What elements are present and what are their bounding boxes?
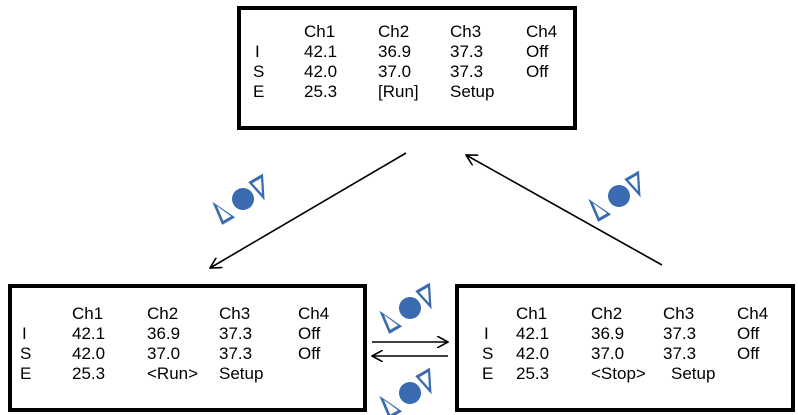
value-i-ch3: 37.3 bbox=[219, 324, 253, 343]
value-s-ch4: Off bbox=[526, 62, 549, 81]
value-i-ch4: Off bbox=[298, 324, 321, 343]
value-s-ch3: 37.3 bbox=[450, 62, 484, 81]
header-ch2: Ch2 bbox=[378, 22, 410, 41]
run-option[interactable]: [Run] bbox=[378, 82, 419, 101]
rotary-knob-icon bbox=[376, 281, 442, 334]
row-label-e: E bbox=[20, 364, 32, 383]
header-ch4: Ch4 bbox=[737, 304, 769, 323]
screen-run-editing: Ch1 Ch2 Ch3 Ch4 I 42.1 36.9 37.3 Off S 4… bbox=[8, 284, 367, 412]
setup-option[interactable]: Setup bbox=[450, 82, 495, 101]
value-i-ch1: 42.1 bbox=[516, 324, 550, 343]
value-i-ch4: Off bbox=[737, 324, 760, 343]
header-ch4: Ch4 bbox=[298, 304, 330, 323]
row-label-s: S bbox=[253, 62, 265, 81]
value-s-ch1: 42.0 bbox=[304, 62, 338, 81]
header-ch4: Ch4 bbox=[526, 22, 558, 41]
row-label-i: I bbox=[484, 324, 489, 343]
screen-run-selected: Ch1 Ch2 Ch3 Ch4 I 42.1 36.9 37.3 Off S 4… bbox=[237, 6, 577, 130]
value-s-ch4: Off bbox=[298, 344, 321, 363]
header-ch1: Ch1 bbox=[516, 304, 548, 323]
rotary-knob-icon bbox=[376, 366, 442, 415]
stop-option[interactable]: <Stop> bbox=[591, 364, 646, 383]
value-s-ch3: 37.3 bbox=[663, 344, 697, 363]
value-i-ch2: 36.9 bbox=[378, 42, 412, 61]
value-i-ch1: 42.1 bbox=[72, 324, 106, 343]
rotary-knob-icon bbox=[209, 172, 275, 225]
value-s-ch1: 42.0 bbox=[72, 344, 106, 363]
row-label-s: S bbox=[482, 344, 494, 363]
value-s-ch4: Off bbox=[737, 344, 760, 363]
header-ch1: Ch1 bbox=[72, 304, 104, 323]
row-label-i: I bbox=[22, 324, 27, 343]
value-s-ch2: 37.0 bbox=[591, 344, 625, 363]
setup-option[interactable]: Setup bbox=[671, 364, 716, 383]
header-ch3: Ch3 bbox=[219, 304, 251, 323]
value-i-ch3: 37.3 bbox=[450, 42, 484, 61]
value-i-ch3: 37.3 bbox=[663, 324, 697, 343]
run-option[interactable]: <Run> bbox=[147, 364, 199, 383]
value-e-ch1: 25.3 bbox=[304, 82, 338, 101]
arrow-top-to-left bbox=[210, 152, 407, 268]
screen-stop-editing: Ch1 Ch2 Ch3 Ch4 I 42.1 36.9 37.3 Off S 4… bbox=[455, 284, 795, 412]
header-ch3: Ch3 bbox=[663, 304, 695, 323]
value-s-ch2: 37.0 bbox=[147, 344, 181, 363]
value-s-ch3: 37.3 bbox=[219, 344, 253, 363]
row-label-s: S bbox=[20, 344, 32, 363]
value-i-ch2: 36.9 bbox=[591, 324, 625, 343]
value-e-ch1: 25.3 bbox=[516, 364, 550, 383]
header-ch3: Ch3 bbox=[450, 22, 482, 41]
value-i-ch4: Off bbox=[526, 42, 549, 61]
value-i-ch2: 36.9 bbox=[147, 324, 181, 343]
setup-option[interactable]: Setup bbox=[219, 364, 264, 383]
header-ch1: Ch1 bbox=[304, 22, 336, 41]
arrow-right-to-top bbox=[466, 155, 663, 266]
row-label-i: I bbox=[255, 42, 260, 61]
row-label-e: E bbox=[253, 82, 265, 101]
rotary-knob-icon bbox=[585, 169, 651, 222]
header-ch2: Ch2 bbox=[591, 304, 623, 323]
header-ch2: Ch2 bbox=[147, 304, 179, 323]
row-label-e: E bbox=[482, 364, 494, 383]
value-e-ch1: 25.3 bbox=[72, 364, 106, 383]
value-s-ch1: 42.0 bbox=[516, 344, 550, 363]
value-i-ch1: 42.1 bbox=[304, 42, 338, 61]
value-s-ch2: 37.0 bbox=[378, 62, 412, 81]
